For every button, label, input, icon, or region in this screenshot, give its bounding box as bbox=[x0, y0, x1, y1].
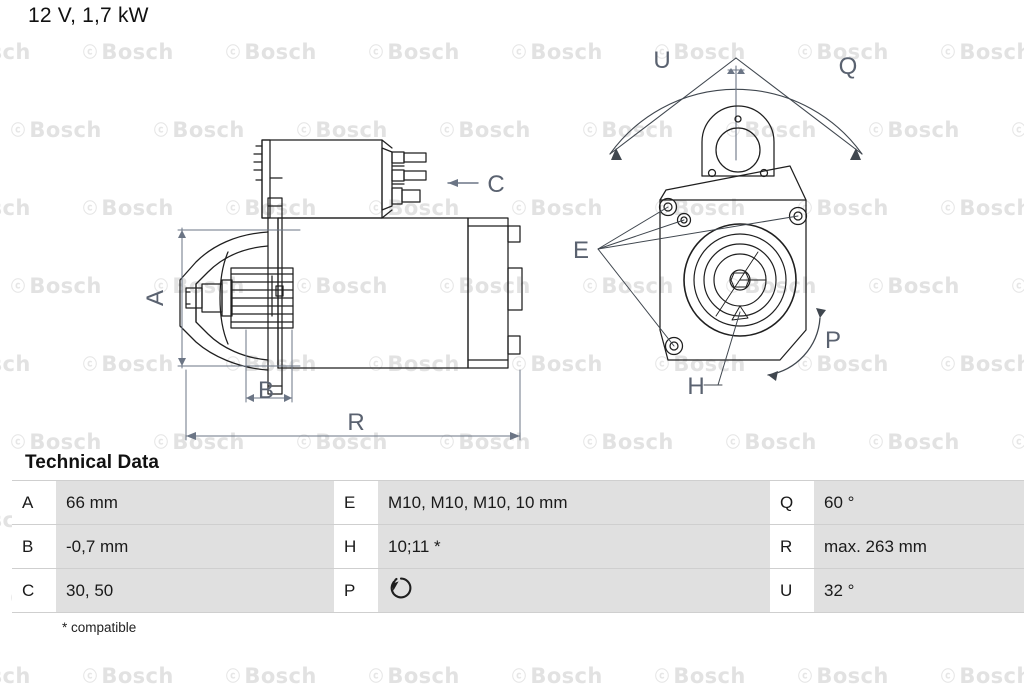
row-key-r: R bbox=[770, 524, 814, 569]
callout-arrow-c bbox=[447, 179, 479, 187]
technical-drawings: A B R C U Q E H P bbox=[0, 30, 1024, 450]
row-key-c: C bbox=[12, 568, 56, 613]
technical-data-table: A 66 mm E M10, M10, M10, 10 mm Q 60 ° B … bbox=[12, 480, 1024, 613]
row-value-b: -0,7 mm bbox=[56, 524, 334, 569]
row-key-h: H bbox=[334, 524, 378, 569]
mounting-bracket-top bbox=[701, 105, 775, 178]
angle-arc-sector bbox=[609, 57, 863, 161]
drive-end-housing bbox=[179, 231, 269, 371]
dimension-label-r: R bbox=[347, 409, 364, 436]
technical-data-heading: Technical Data bbox=[25, 452, 160, 473]
pinion-gear bbox=[185, 267, 294, 329]
callout-leaders-e bbox=[597, 206, 799, 347]
dimension-label-a: A bbox=[142, 290, 169, 306]
row-value-u: 32 ° bbox=[814, 568, 1024, 613]
technical-data-footnote: * compatible bbox=[62, 620, 137, 635]
dimension-lines-side-view bbox=[177, 227, 521, 441]
table-row: C 30, 50 P U 32 ° bbox=[12, 568, 1024, 613]
row-value-p bbox=[378, 568, 770, 613]
counterclockwise-rotation-icon bbox=[388, 575, 414, 606]
pinion-concentric-circles bbox=[683, 223, 797, 337]
row-key-q: Q bbox=[770, 480, 814, 525]
solenoid-body bbox=[253, 139, 393, 219]
page-title: 12 V, 1,7 kW bbox=[28, 4, 149, 27]
dimension-label-b: B bbox=[258, 377, 274, 404]
callout-leader-h bbox=[703, 311, 741, 386]
rotation-arrow-p bbox=[767, 308, 826, 381]
callout-label-h: H bbox=[687, 373, 704, 400]
angle-label-u: U bbox=[653, 47, 670, 74]
row-value-c: 30, 50 bbox=[56, 568, 334, 613]
callout-label-c: C bbox=[487, 171, 504, 198]
row-value-a: 66 mm bbox=[56, 480, 334, 525]
row-key-a: A bbox=[12, 480, 56, 525]
row-key-u: U bbox=[770, 568, 814, 613]
flange-body bbox=[658, 165, 808, 361]
row-key-e: E bbox=[334, 480, 378, 525]
table-row: B -0,7 mm H 10;11 * R max. 263 mm bbox=[12, 524, 1024, 569]
row-key-p: P bbox=[334, 568, 378, 613]
row-value-h: 10;11 * bbox=[378, 524, 770, 569]
angle-label-q: Q bbox=[839, 53, 858, 80]
callout-label-e: E bbox=[573, 237, 589, 264]
technical-data-section: Technical Data A 66 mm E M10, M10, M10, … bbox=[0, 452, 1024, 635]
motor-housing bbox=[277, 217, 523, 369]
table-row: A 66 mm E M10, M10, M10, 10 mm Q 60 ° bbox=[12, 480, 1024, 525]
row-value-e: M10, M10, M10, 10 mm bbox=[378, 480, 770, 525]
row-value-r: max. 263 mm bbox=[814, 524, 1024, 569]
rotation-label-p: P bbox=[825, 327, 841, 354]
row-value-q: 60 ° bbox=[814, 480, 1024, 525]
solenoid-terminals bbox=[391, 151, 427, 205]
mounting-flange bbox=[267, 197, 284, 395]
row-key-b: B bbox=[12, 524, 56, 569]
